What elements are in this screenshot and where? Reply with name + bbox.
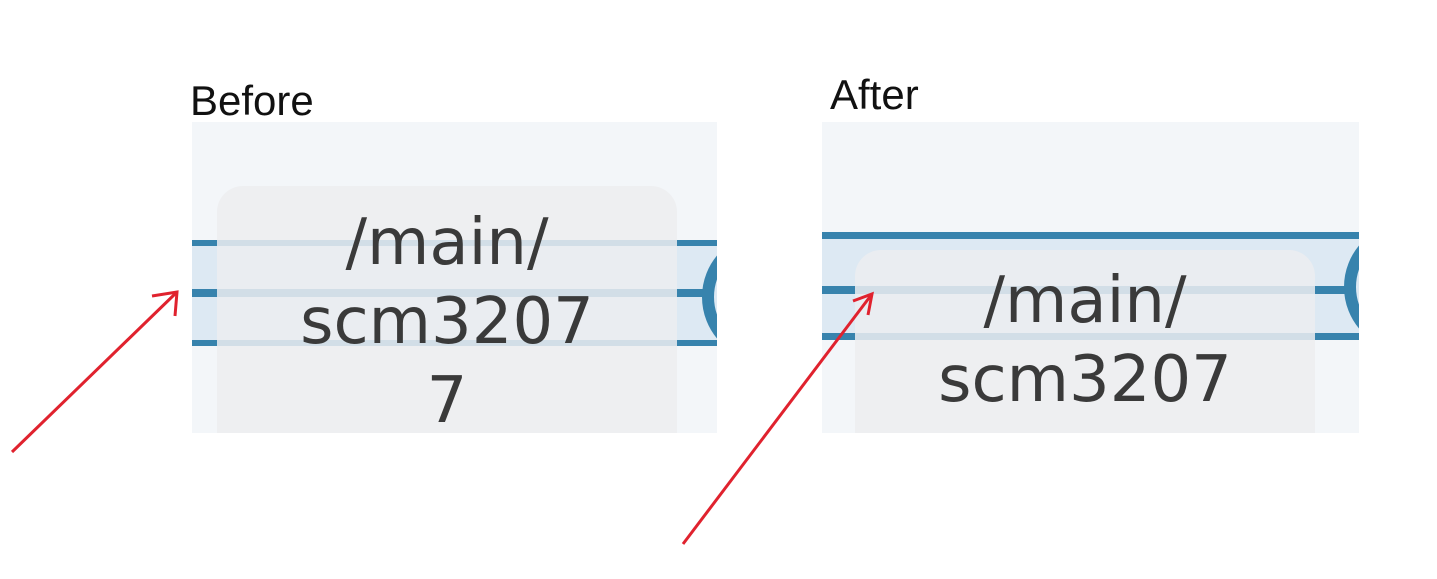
arrow-before xyxy=(10,290,179,454)
label-line-1: /main/ xyxy=(983,264,1187,338)
label-line-3: 7 xyxy=(426,364,468,433)
node-label: /main/ scm3207 7 xyxy=(217,186,677,433)
after-caption: After xyxy=(830,71,919,118)
edge-line-top xyxy=(822,232,1359,239)
arrow-after xyxy=(681,291,874,545)
before-panel: /main/ scm3207 7 xyxy=(192,122,717,433)
after-panel: /main/ scm3207 xyxy=(822,122,1359,433)
label-line-2: scm3207 xyxy=(938,343,1232,417)
label-line-1: /main/ xyxy=(345,206,549,280)
before-caption: Before xyxy=(190,77,314,124)
node-label: /main/ scm3207 xyxy=(855,250,1315,433)
label-line-2: scm3207 xyxy=(300,285,594,359)
